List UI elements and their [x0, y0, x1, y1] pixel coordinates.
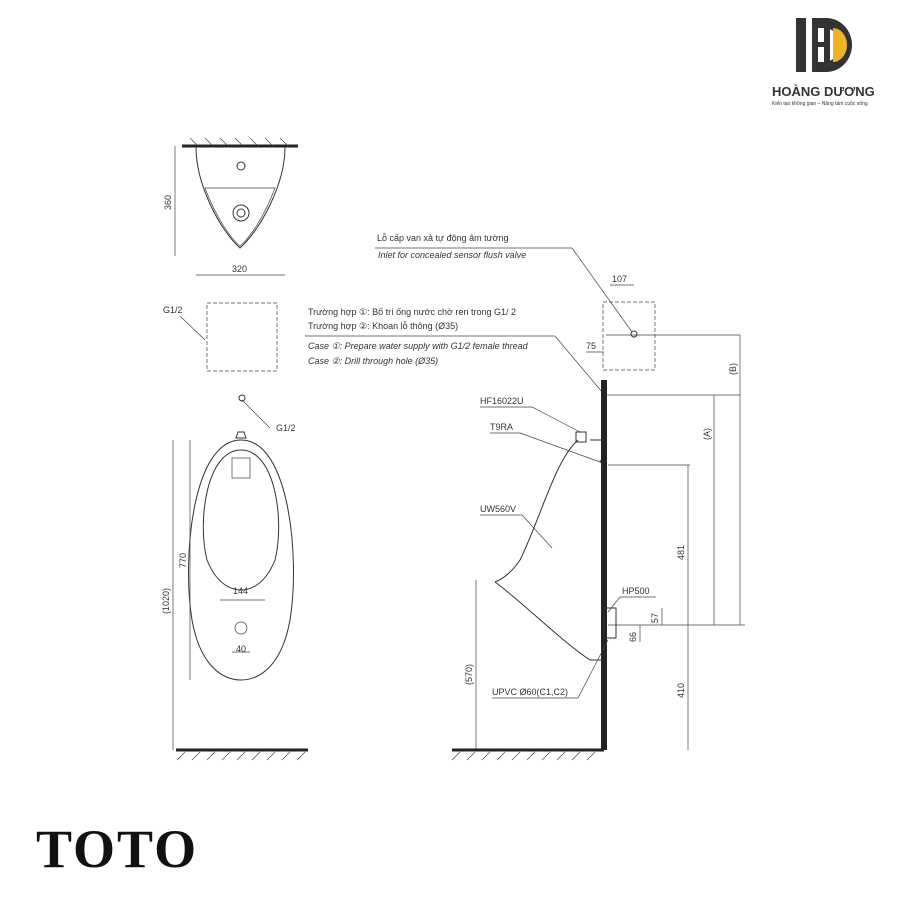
dim-360: 360	[163, 195, 173, 210]
dim-57: 57	[650, 613, 660, 623]
note-case1-en: Case ①: Prepare water supply with G1/2 f…	[308, 341, 529, 351]
dim-410: 410	[676, 683, 686, 698]
part-upvc-pipe: UPVC Ø60(C1,C2)	[492, 687, 568, 697]
dim-40: 40	[236, 644, 246, 654]
toto-brand-logo: TOTO	[36, 819, 199, 879]
note-inlet-en: Inlet for concealed sensor flush valve	[378, 250, 526, 260]
dim-1020: (1020)	[161, 588, 171, 614]
logo-tagline: Kiến tạo không gian – Nâng tầm cuộc sống	[772, 101, 868, 107]
label-g12-side: G1/2	[276, 423, 296, 433]
dim-144: 144	[233, 586, 248, 596]
hoang-duong-logo: HOÀNG DƯƠNG Kiến tạo không gian – Nâng t…	[772, 18, 875, 107]
front-view: G1/2 G1/2 144 40 770 (1020)	[161, 302, 308, 761]
logo-name: HOÀNG DƯƠNG	[772, 84, 875, 99]
dim-107: 107	[612, 274, 627, 284]
top-view: 360 320	[163, 137, 298, 276]
label-g12-top: G1/2	[163, 305, 183, 315]
note-inlet-vi: Lỗ cấp van xả tự động âm tường	[377, 233, 509, 243]
dim-a: (A)	[702, 428, 712, 440]
dim-75: 75	[586, 341, 596, 351]
dim-770: 770	[178, 553, 188, 568]
note-case2-en: Case ②: Drill through hole (Ø35)	[308, 356, 438, 366]
part-hp500: HP500	[622, 586, 650, 596]
part-uw560v: UW560V	[480, 504, 516, 514]
side-view: 107 75 (B) (A) 481 410 57 66 (570) HF160…	[451, 274, 745, 761]
note-case1-vi: Trường hợp ①: Bố trí ống nước chờ ren tr…	[308, 307, 516, 317]
dim-320: 320	[232, 264, 247, 274]
note-case2-vi: Trường hợp ②: Khoan lỗ thông (Ø35)	[308, 321, 458, 331]
notes: Lỗ cấp van xả tự động âm tường Inlet for…	[305, 233, 633, 393]
dim-66: 66	[628, 632, 638, 642]
part-hf16022u: HF16022U	[480, 396, 524, 406]
dim-570: (570)	[464, 664, 474, 685]
dim-b: (B)	[728, 363, 738, 375]
part-t9ra: T9RA	[490, 422, 513, 432]
dim-481: 481	[676, 545, 686, 560]
